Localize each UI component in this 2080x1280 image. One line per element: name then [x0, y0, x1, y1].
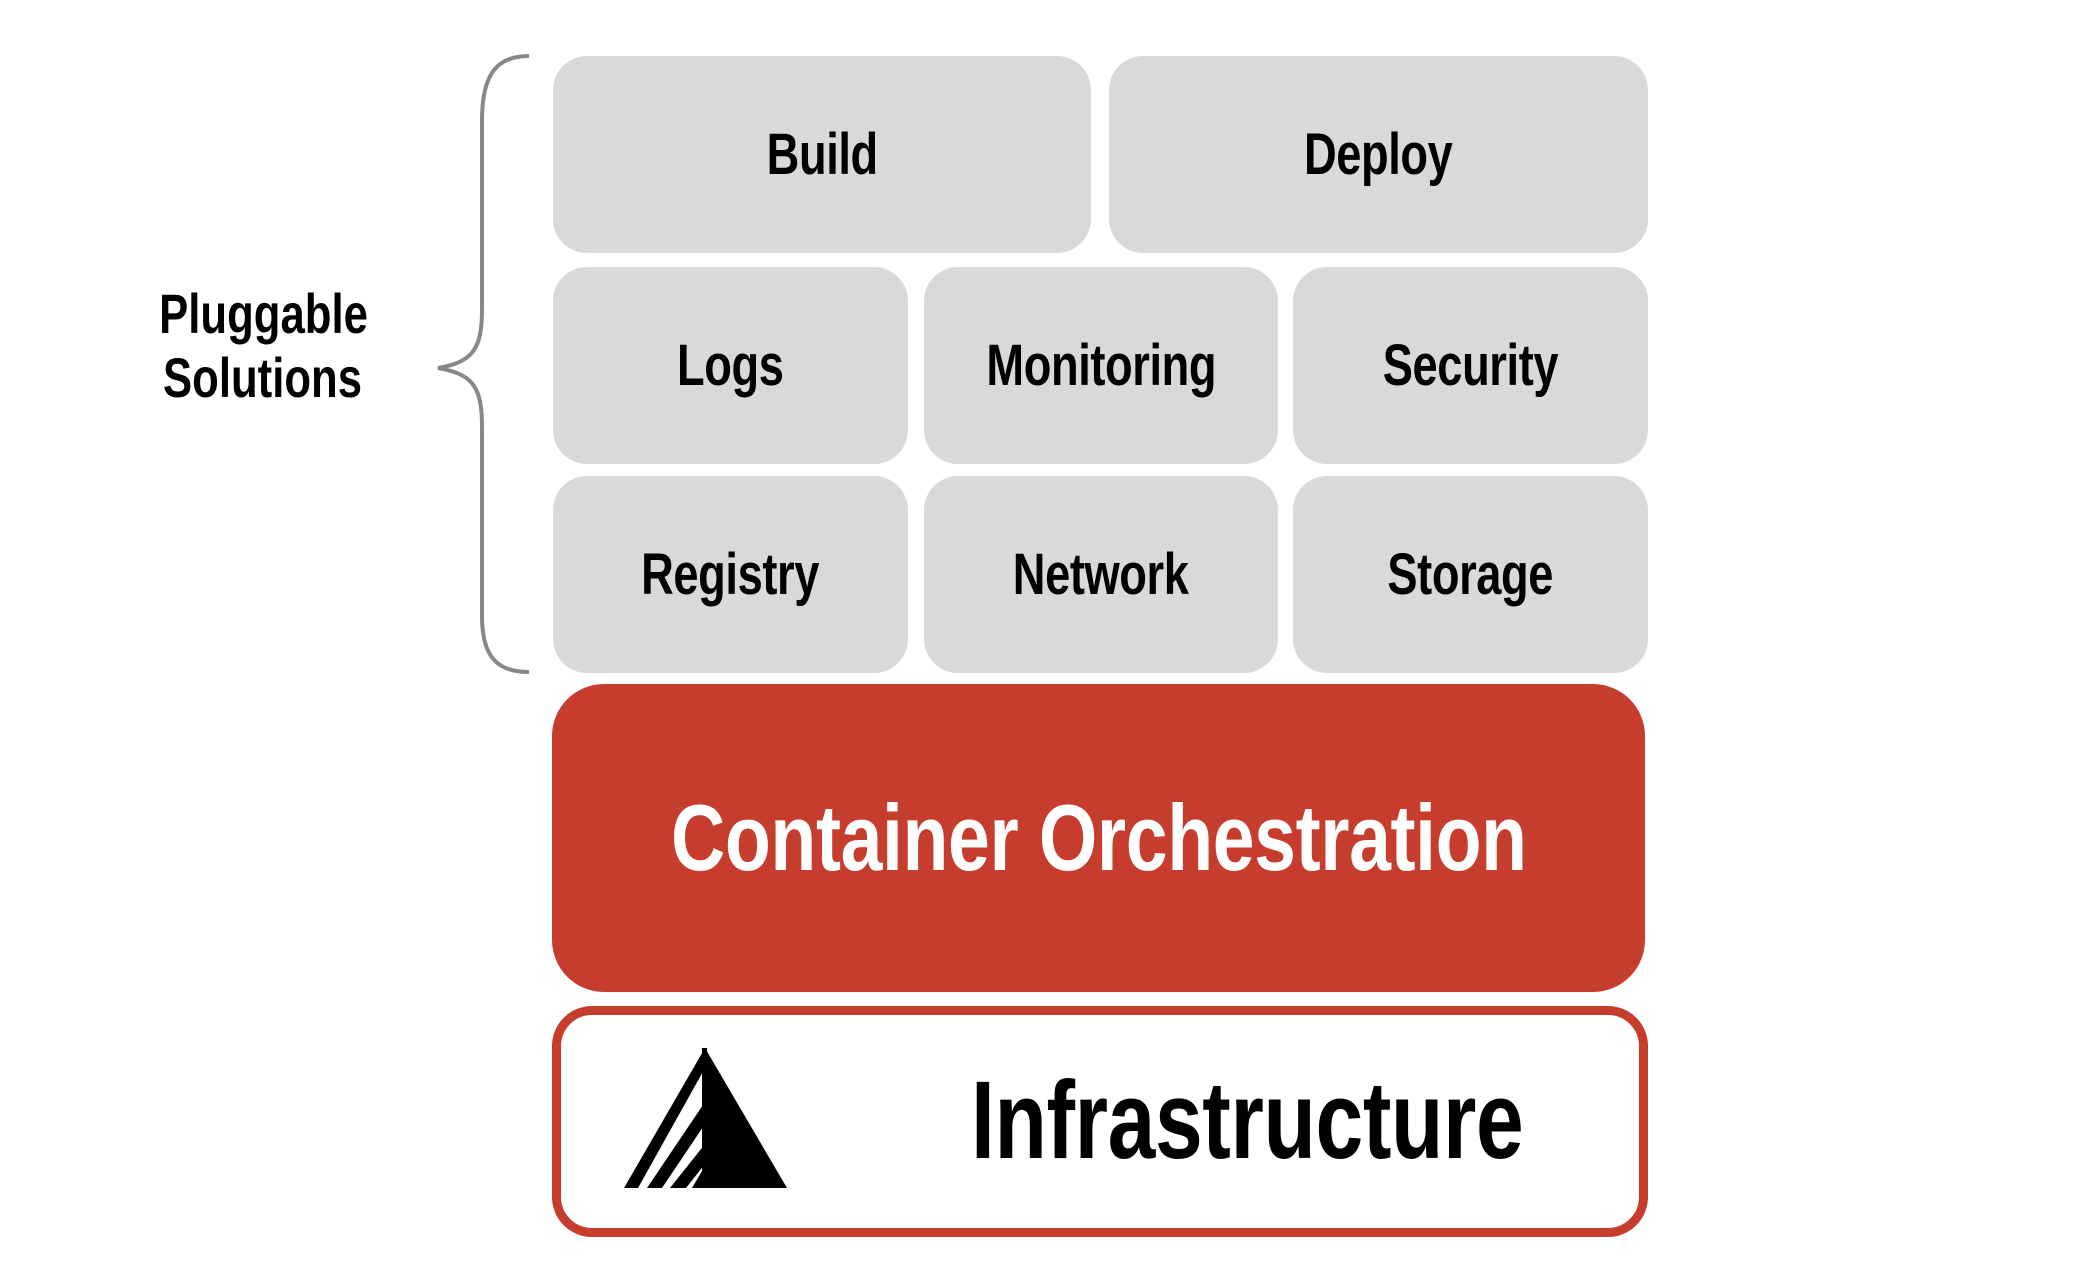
registry-label: Registry — [641, 542, 820, 607]
network-label: Network — [1013, 542, 1189, 607]
build-box: Build — [553, 56, 1091, 253]
infrastructure-label: Infrastructure — [971, 1059, 1524, 1182]
build-label: Build — [766, 122, 878, 187]
security-box: Security — [1293, 267, 1648, 464]
deploy-box: Deploy — [1109, 56, 1648, 253]
network-box: Network — [924, 476, 1278, 673]
side-label-line-2: Solutions — [163, 346, 362, 409]
logs-label: Logs — [677, 333, 784, 398]
monitoring-label: Monitoring — [986, 333, 1216, 398]
security-label: Security — [1382, 333, 1559, 398]
monitoring-box: Monitoring — [924, 267, 1278, 464]
container-orchestration-label: Container Orchestration — [670, 785, 1527, 890]
storage-box: Storage — [1293, 476, 1648, 673]
deploy-label: Deploy — [1304, 122, 1453, 187]
storage-label: Storage — [1387, 542, 1554, 607]
logs-box: Logs — [553, 267, 908, 464]
side-label-line-1: Pluggable — [159, 282, 368, 345]
curly-brace-icon — [437, 54, 530, 674]
registry-box: Registry — [553, 476, 908, 673]
pluggable-solutions-label: Pluggable Solutions — [130, 282, 395, 410]
container-orchestration-box: Container Orchestration — [552, 684, 1645, 992]
mountain-logo-icon — [624, 1048, 787, 1188]
